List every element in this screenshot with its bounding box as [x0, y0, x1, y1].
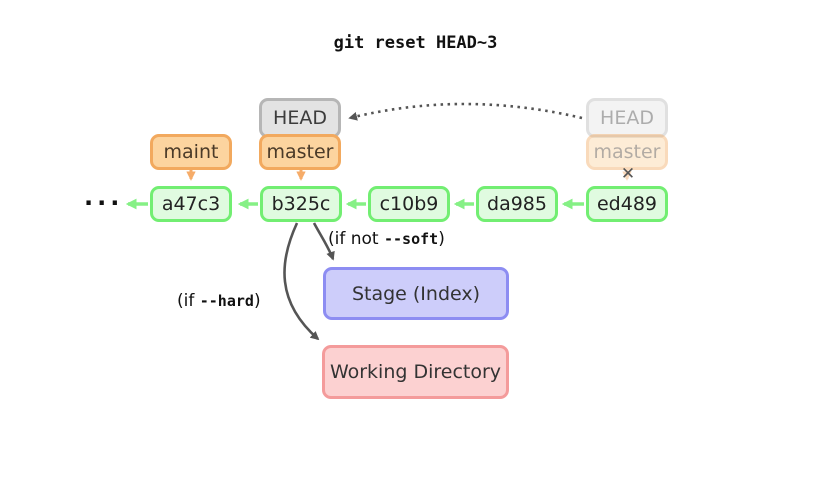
old-head-label: HEAD — [600, 107, 654, 129]
branch-box-master: master — [259, 134, 341, 170]
annotation-text: ) — [253, 291, 261, 311]
detached-cross-mark: ✕ — [620, 164, 636, 184]
head-box: HEAD — [259, 98, 341, 138]
branch-box-maint: maint — [150, 134, 232, 170]
commit-node-c10b9: c10b9 — [368, 186, 450, 222]
page-title: git reset HEAD~3 — [333, 33, 498, 53]
commit-node-b325c: b325c — [260, 186, 342, 222]
reset-working-arrow — [283, 222, 320, 341]
head-label: HEAD — [273, 107, 327, 129]
commit-label: b325c — [271, 193, 331, 215]
history-ellipsis: ··· — [84, 189, 124, 217]
stage-label: Stage (Index) — [351, 282, 481, 305]
annotation-text: ) — [438, 229, 445, 249]
commit-label: da985 — [487, 193, 547, 215]
commit-node-da985: da985 — [476, 186, 558, 222]
branch-label-maint: maint — [163, 141, 219, 163]
hard-flag-code: --hard — [199, 292, 254, 310]
head-move-arrow — [348, 102, 583, 121]
commit-label: a47c3 — [161, 193, 221, 215]
branch-label-master: master — [266, 141, 334, 163]
commit-node-ed489: ed489 — [586, 186, 668, 222]
annotation-text: (if not — [328, 229, 384, 249]
annotation-if-hard: (if --hard) — [177, 291, 261, 311]
commit-label: c10b9 — [379, 193, 439, 215]
commit-label: ed489 — [596, 193, 657, 215]
old-head-box: HEAD — [586, 98, 668, 138]
old-branch-label-master: master — [593, 141, 661, 163]
commit-node-a47c3: a47c3 — [150, 186, 232, 222]
annotation-text: (if — [177, 291, 200, 311]
working-directory-label: Working Directory — [329, 361, 502, 383]
annotation-if-not-soft: (if not --soft) — [328, 229, 445, 249]
soft-flag-code: --soft — [384, 230, 439, 248]
stage-box: Stage (Index) — [323, 267, 509, 320]
old-branch-box-master: master — [586, 134, 668, 170]
working-directory-box: Working Directory — [322, 345, 509, 399]
